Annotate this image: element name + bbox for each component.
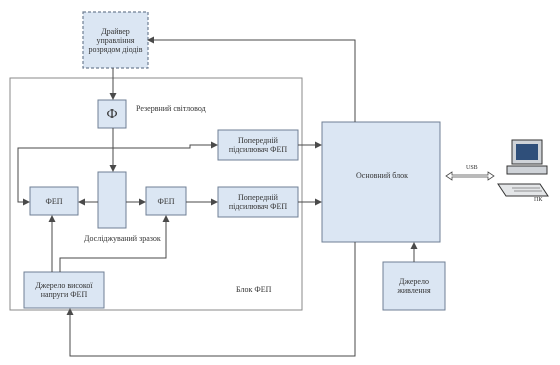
amp-top-label: Попередній підсилювач ФЕП [228,136,288,154]
main-block-label: Основний блок [356,170,408,180]
main-block-box [321,121,441,243]
hv-box [23,271,105,309]
sample-label: Досліджуваний зразок [84,234,161,243]
arrow-hv-to-fep-right [59,215,170,272]
block-fep-frame [9,77,303,311]
laser-symbol: Ф [106,106,118,122]
power-box [382,261,446,311]
driver-label: Драйвер управління розрядом діодів [88,26,143,54]
arrow-branch-to-amp-top [18,141,218,149]
fep-right-box [145,186,187,216]
laser-label: Резервний світловод [136,104,206,113]
amp-top-box [217,129,299,161]
pc-label: ПК [534,197,543,203]
arrow-main-to-hv [66,242,356,357]
sample-box [97,171,127,229]
amp-bottom-label: Попередній підсилювач ФЕП [228,193,288,211]
laser-box [97,99,127,129]
usb-label: USB [466,165,478,171]
block-fep-label: Блок ФЕП [236,285,272,294]
hv-label: Джерело високої напруги ФЕП [35,281,93,299]
computer-icon [497,139,549,197]
arrow-main-to-driver [147,36,356,122]
fep-right-label: ФЕП [157,196,175,206]
fep-left-label: ФЕП [45,196,63,206]
fep-left-box [29,186,79,216]
usb-link [445,171,495,181]
power-label: Джерело живлення [397,277,431,295]
